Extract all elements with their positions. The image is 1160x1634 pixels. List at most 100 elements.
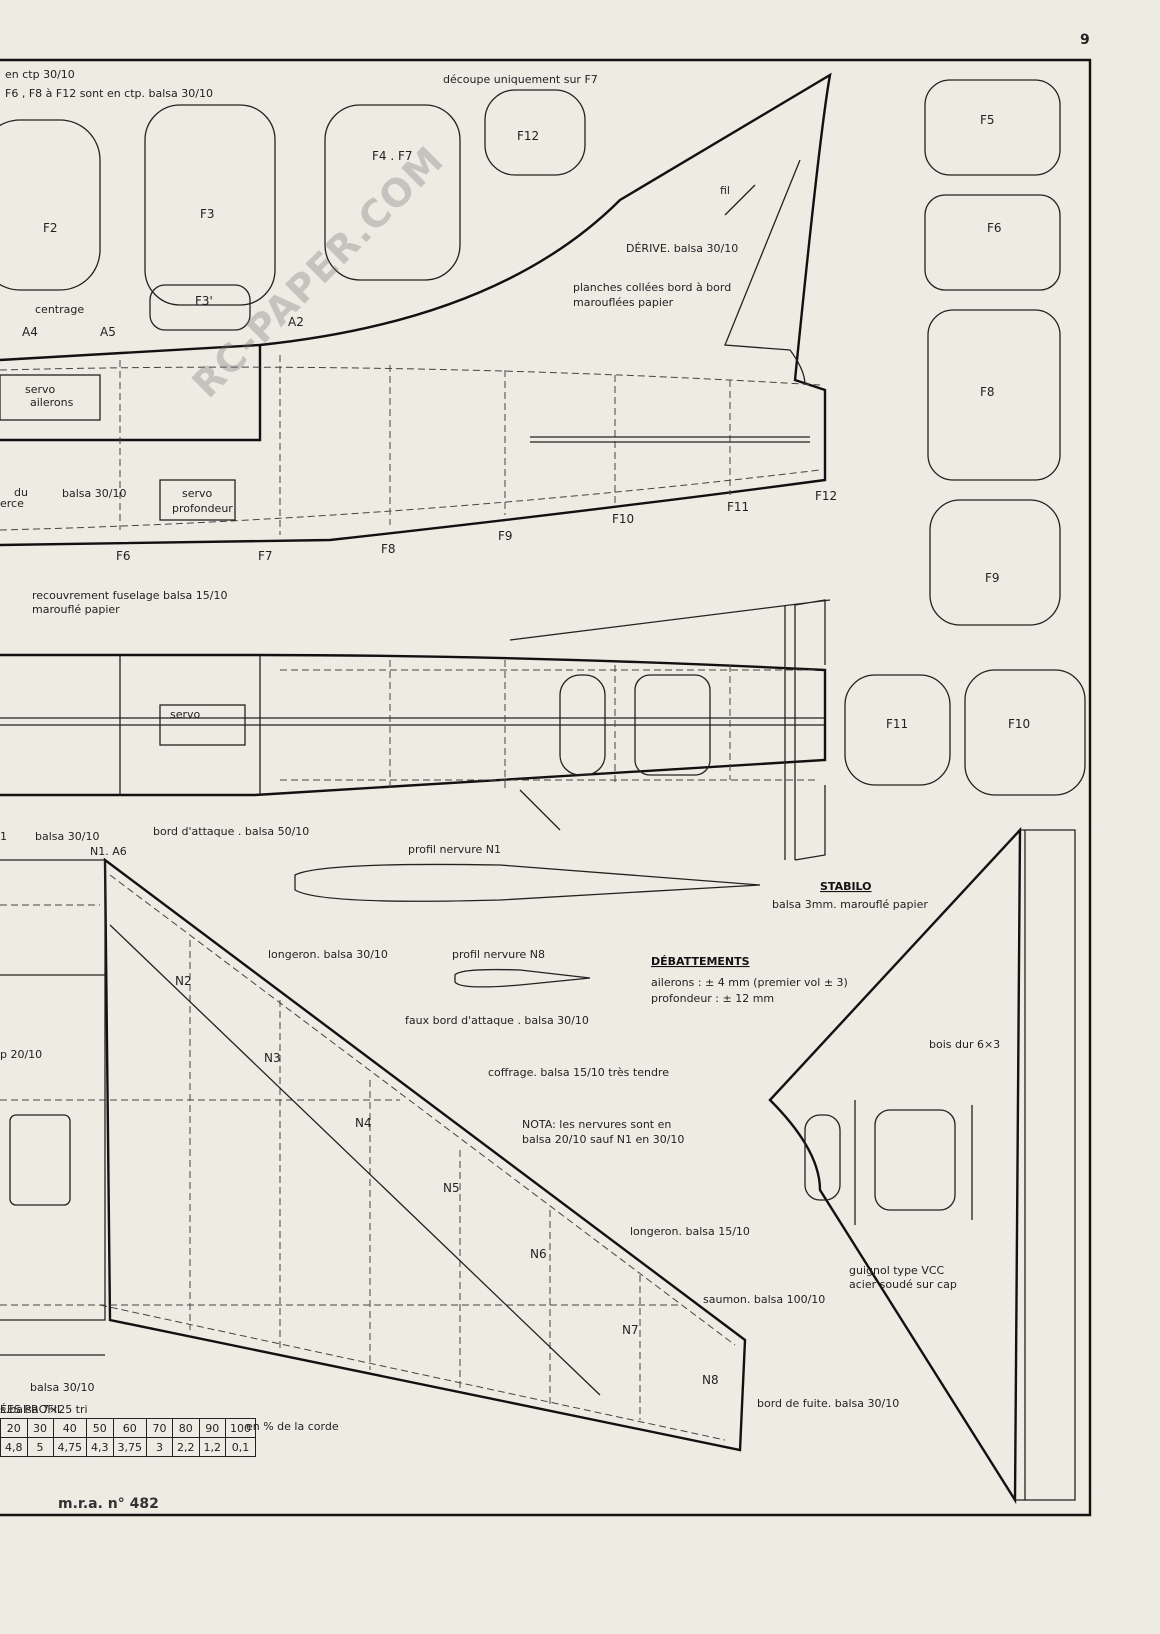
longeron15-label: longeron. balsa 15/10 xyxy=(630,1225,750,1238)
recouvrement-1: recouvrement fuselage balsa 15/10 xyxy=(32,589,227,602)
bois-dur-label: bois dur 6×3 xyxy=(929,1038,1000,1051)
profil-n8-label: profil nervure N8 xyxy=(452,948,545,961)
table-cell: 30 xyxy=(26,1418,54,1438)
station-label: A2 xyxy=(288,315,304,329)
stabilo-plan xyxy=(768,826,1076,1505)
servo-profondeur-2: profondeur xyxy=(172,502,233,515)
balsa-fuselage-label: balsa 30/10 xyxy=(62,487,126,500)
former-label: F3' xyxy=(195,294,213,308)
table-cell: 90 xyxy=(198,1418,226,1438)
profil-n1-label: profil nervure N1 xyxy=(408,843,501,856)
debattements-ailerons: ailerons : ± 4 mm (premier vol ± 3) xyxy=(651,976,848,989)
saumon-label: saumon. balsa 100/10 xyxy=(703,1293,825,1306)
table-cell: 3 xyxy=(146,1437,173,1457)
table-cell: 2,2 xyxy=(172,1437,200,1457)
table-row: 4,8 5 4,75 4,3 3,75 3 2,2 1,2 0,1 xyxy=(0,1437,256,1457)
profile-n8 xyxy=(454,968,591,988)
debattements-title: DÉBATTEMENTS xyxy=(651,955,750,968)
former-label: F7 xyxy=(258,549,273,563)
note-ctp: en ctp 30/10 xyxy=(5,68,75,81)
former-label: F9 xyxy=(498,529,513,543)
tri-label: s.balsa 7×25 tri xyxy=(0,1403,88,1416)
former-label: F6 xyxy=(116,549,131,563)
servo-ailerons-1: servo xyxy=(25,383,56,396)
profile-n1 xyxy=(294,863,761,902)
page-number: 9 xyxy=(1080,32,1090,48)
table-cell: 4,8 xyxy=(0,1437,28,1457)
table-cell: 60 xyxy=(112,1418,147,1438)
table-cell: 70 xyxy=(146,1418,173,1438)
bord-fuite-label: bord de fuite. balsa 30/10 xyxy=(757,1397,899,1410)
former-label: F8 xyxy=(980,385,995,399)
table-cell: 4,75 xyxy=(52,1437,87,1457)
table-cell: 20 xyxy=(0,1418,28,1438)
planches-label-1: planches collées bord à bord xyxy=(573,281,731,294)
rib-label: N3 xyxy=(264,1051,281,1065)
nota-1: NOTA: les nervures sont en xyxy=(522,1118,671,1131)
bord-attaque-label: bord d'attaque . balsa 50/10 xyxy=(153,825,309,838)
former-label: F9 xyxy=(985,571,1000,585)
profile-table-unit: en % de la corde xyxy=(246,1420,339,1433)
table-cell: 0,1 xyxy=(225,1437,256,1457)
rib-label: N6 xyxy=(530,1247,547,1261)
ctp-20-label: p 20/10 xyxy=(0,1048,42,1061)
balsa-wing-label: balsa 30/10 xyxy=(35,830,99,843)
table-cell: 5 xyxy=(26,1437,54,1457)
former-label: F11 xyxy=(886,717,908,731)
one-label: 1 xyxy=(0,830,7,843)
coffrage-label: coffrage. balsa 15/10 très tendre xyxy=(488,1066,669,1079)
fil-label: fil xyxy=(720,184,730,197)
note-decoupe: découpe uniquement sur F7 xyxy=(443,73,598,86)
station-label: A4 xyxy=(22,325,38,339)
longeron30-label: longeron. balsa 30/10 xyxy=(268,948,388,961)
du-label: du xyxy=(14,486,28,499)
recouvrement-2: marouflé papier xyxy=(32,603,120,616)
station-label: A5 xyxy=(100,325,116,339)
former-label: F6 xyxy=(987,221,1002,235)
table-cell: 1,2 xyxy=(198,1437,226,1457)
former-label: F12 xyxy=(815,489,837,503)
rib-label: N4 xyxy=(355,1116,372,1130)
derive-label: DÉRIVE. balsa 30/10 xyxy=(626,242,738,255)
table-row: 20 30 40 50 60 70 80 90 100 xyxy=(0,1418,256,1438)
former-label: F4 . F7 xyxy=(372,149,413,163)
table-cell: 50 xyxy=(86,1418,114,1438)
table-cell: 3,75 xyxy=(112,1437,147,1457)
former-label: F10 xyxy=(1008,717,1030,731)
faux-bord-label: faux bord d'attaque . balsa 30/10 xyxy=(405,1014,589,1027)
former-label: F5 xyxy=(980,113,995,127)
rib-label: N8 xyxy=(702,1373,719,1387)
former-label: F3 xyxy=(200,207,215,221)
stabilo-sub: balsa 3mm. marouflé papier xyxy=(772,898,928,911)
table-cell: 100 xyxy=(225,1418,256,1438)
profile-table-title: ÉES PROFIL xyxy=(0,1403,64,1416)
former-label: F2 xyxy=(43,221,58,235)
rib-label: N5 xyxy=(443,1181,460,1195)
servo-top-label: servo xyxy=(170,708,201,721)
table-cell: 4,3 xyxy=(86,1437,114,1457)
balsa-bottom-label: balsa 30/10 xyxy=(30,1381,94,1394)
note-formers: F6 , F8 à F12 sont en ctp. balsa 30/10 xyxy=(5,87,213,100)
rib-label: N7 xyxy=(622,1323,639,1337)
table-cell: 40 xyxy=(52,1418,87,1438)
guignol-2: acier soudé sur cap xyxy=(849,1278,957,1291)
planches-label-2: marouflées papier xyxy=(573,296,674,309)
former-label: F10 xyxy=(612,512,634,526)
n1-a6-label: N1. A6 xyxy=(90,845,127,858)
rib-label: N2 xyxy=(175,974,192,988)
table-cell: 80 xyxy=(172,1418,200,1438)
page-frame xyxy=(0,58,1092,1517)
servo-ailerons-2: ailerons xyxy=(30,396,74,409)
stabilo-title: STABILO xyxy=(820,880,872,893)
erce-label: erce xyxy=(0,497,24,510)
profile-table: 20 30 40 50 60 70 80 90 100 4,8 5 4,75 4… xyxy=(0,1418,256,1457)
former-label: F11 xyxy=(727,500,749,514)
fuselage-top-view xyxy=(0,599,831,861)
wing-plan xyxy=(0,857,747,1452)
guignol-1: guignol type VCC xyxy=(849,1264,945,1277)
footer-issue: m.r.a. n° 482 xyxy=(58,1496,159,1512)
former-label: F12 xyxy=(517,129,539,143)
nota-2: balsa 20/10 sauf N1 en 30/10 xyxy=(522,1133,684,1146)
